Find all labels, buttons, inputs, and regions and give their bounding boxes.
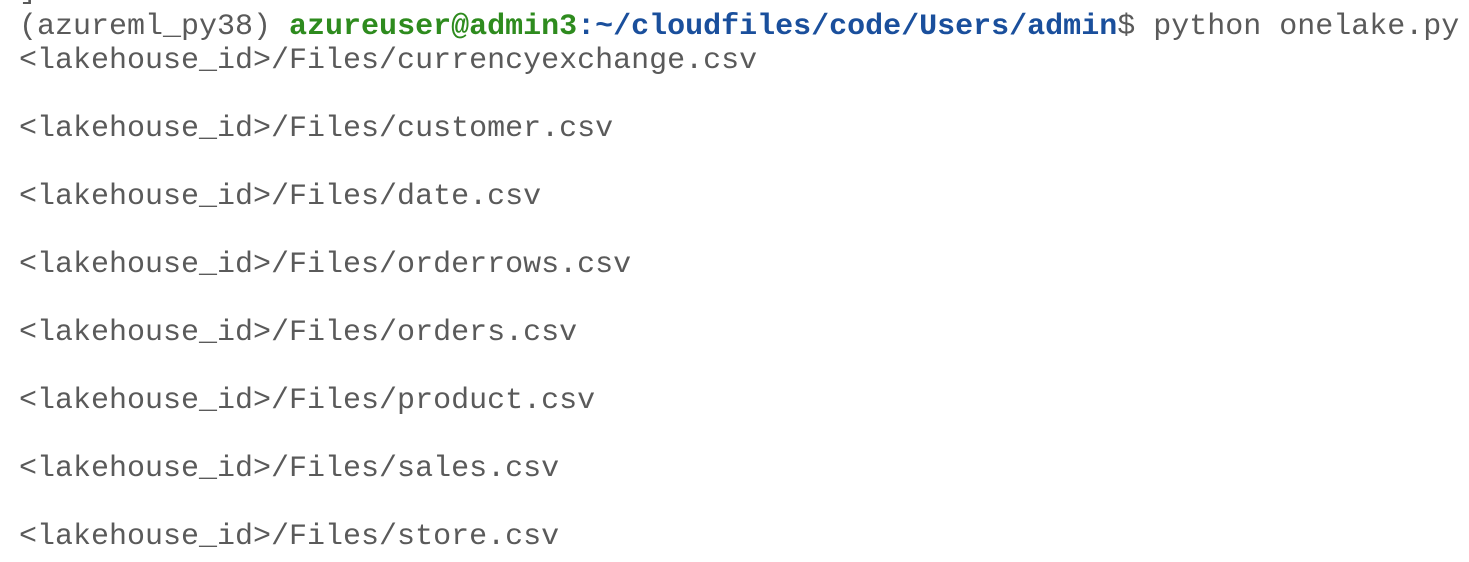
prompt-user-host: azureuser@admin3 [289, 10, 578, 44]
output-line-product: <lakehouse_id>/Files/product.csv [19, 384, 596, 418]
prompt-command: python onelake.py [1153, 10, 1460, 44]
output-line-customer: <lakehouse_id>/Files/customer.csv [19, 112, 614, 146]
output-line-orderrows: <lakehouse_id>/Files/orderrows.csv [19, 248, 632, 282]
prompt-colon: : [577, 10, 596, 44]
prompt-env: (azureml_py38) [19, 10, 290, 44]
previous-output-tail: ] [19, 0, 37, 8]
output-line-orders: <lakehouse_id>/Files/orders.csv [19, 316, 578, 350]
output-line-date: <lakehouse_id>/Files/date.csv [19, 180, 542, 214]
output-line-sales: <lakehouse_id>/Files/sales.csv [19, 452, 560, 486]
output-line-currencyexchange: <lakehouse_id>/Files/currencyexchange.cs… [19, 44, 758, 78]
prompt-symbol: $ [1117, 10, 1154, 44]
prompt-line: (azureml_py38) azureuser@admin3:~/cloudf… [19, 10, 1459, 44]
prompt-path: ~/cloudfiles/code/Users/admin [595, 10, 1118, 44]
output-line-store: <lakehouse_id>/Files/store.csv [19, 520, 560, 554]
